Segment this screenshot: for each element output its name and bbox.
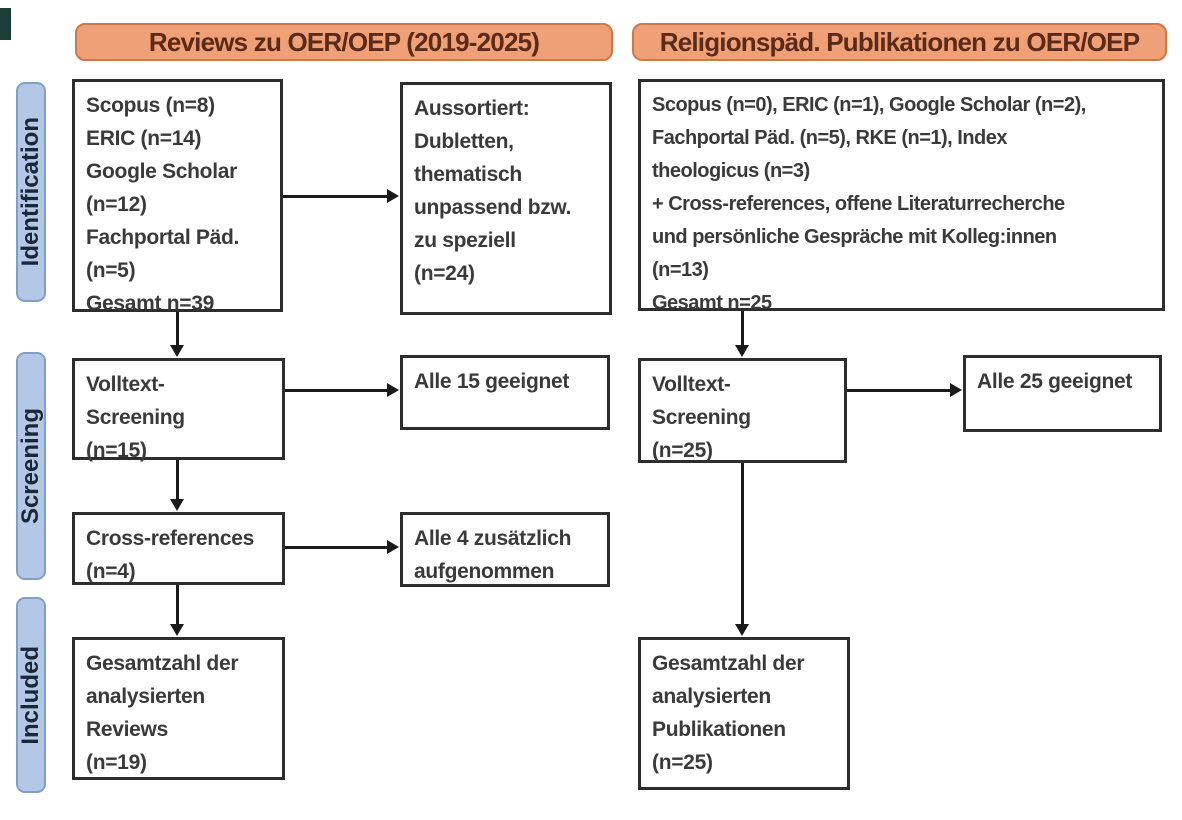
arrow-left-fulltext-down xyxy=(170,460,184,511)
stage-identification-text: Identification xyxy=(17,117,44,267)
box-left-crossref: Cross-references (n=4) xyxy=(72,512,285,585)
box-left-eligible: Alle 15 geeignet xyxy=(400,355,610,430)
corner-mark xyxy=(0,8,11,40)
box-right-fulltext-screening: Volltext- Screening (n=25) xyxy=(638,358,847,463)
arrow-left-id-to-sortedout xyxy=(283,189,399,203)
arrow-right-fulltext-to-eligible xyxy=(847,383,962,397)
arrow-right-fulltext-down xyxy=(735,463,749,636)
box-right-included-total: Gesamtzahl der analysierten Publikatione… xyxy=(638,637,850,790)
stage-screening-text: Screening xyxy=(17,407,44,525)
box-left-added: Alle 4 zusätzlich aufgenommen xyxy=(400,512,610,587)
arrow-left-crossref-to-added xyxy=(285,540,399,554)
header-religion-column: Religionspäd. Publikationen zu OER/OEP xyxy=(632,23,1167,61)
stage-label-included: Included xyxy=(16,597,46,793)
box-right-identification: Scopus (n=0), ERIC (n=1), Google Scholar… xyxy=(638,79,1165,314)
box-left-sorted-out: Aussortiert: Dubletten, thematisch unpas… xyxy=(400,82,612,315)
arrow-left-id-down xyxy=(170,312,184,357)
stage-included-text: Included xyxy=(17,645,44,745)
header-reviews-column: Reviews zu OER/OEP (2019-2025) xyxy=(75,23,613,61)
box-left-identification: Scopus (n=8) ERIC (n=14) Google Scholar … xyxy=(72,79,283,315)
stage-label-identification: Identification xyxy=(16,82,46,302)
box-left-included-total: Gesamtzahl der analysierten Reviews (n=1… xyxy=(72,637,285,780)
box-right-eligible: Alle 25 geeignet xyxy=(963,355,1162,432)
arrow-left-fulltext-to-eligible xyxy=(285,383,399,397)
header-reviews-label: Reviews zu OER/OEP (2019-2025) xyxy=(148,26,540,57)
arrow-left-crossref-down xyxy=(170,585,184,636)
arrow-right-id-down xyxy=(735,311,749,357)
box-left-fulltext-screening: Volltext- Screening (n=15) xyxy=(72,358,285,462)
header-religion-label: Religionspäd. Publikationen zu OER/OEP xyxy=(659,26,1140,57)
stage-label-screening: Screening xyxy=(16,352,46,580)
